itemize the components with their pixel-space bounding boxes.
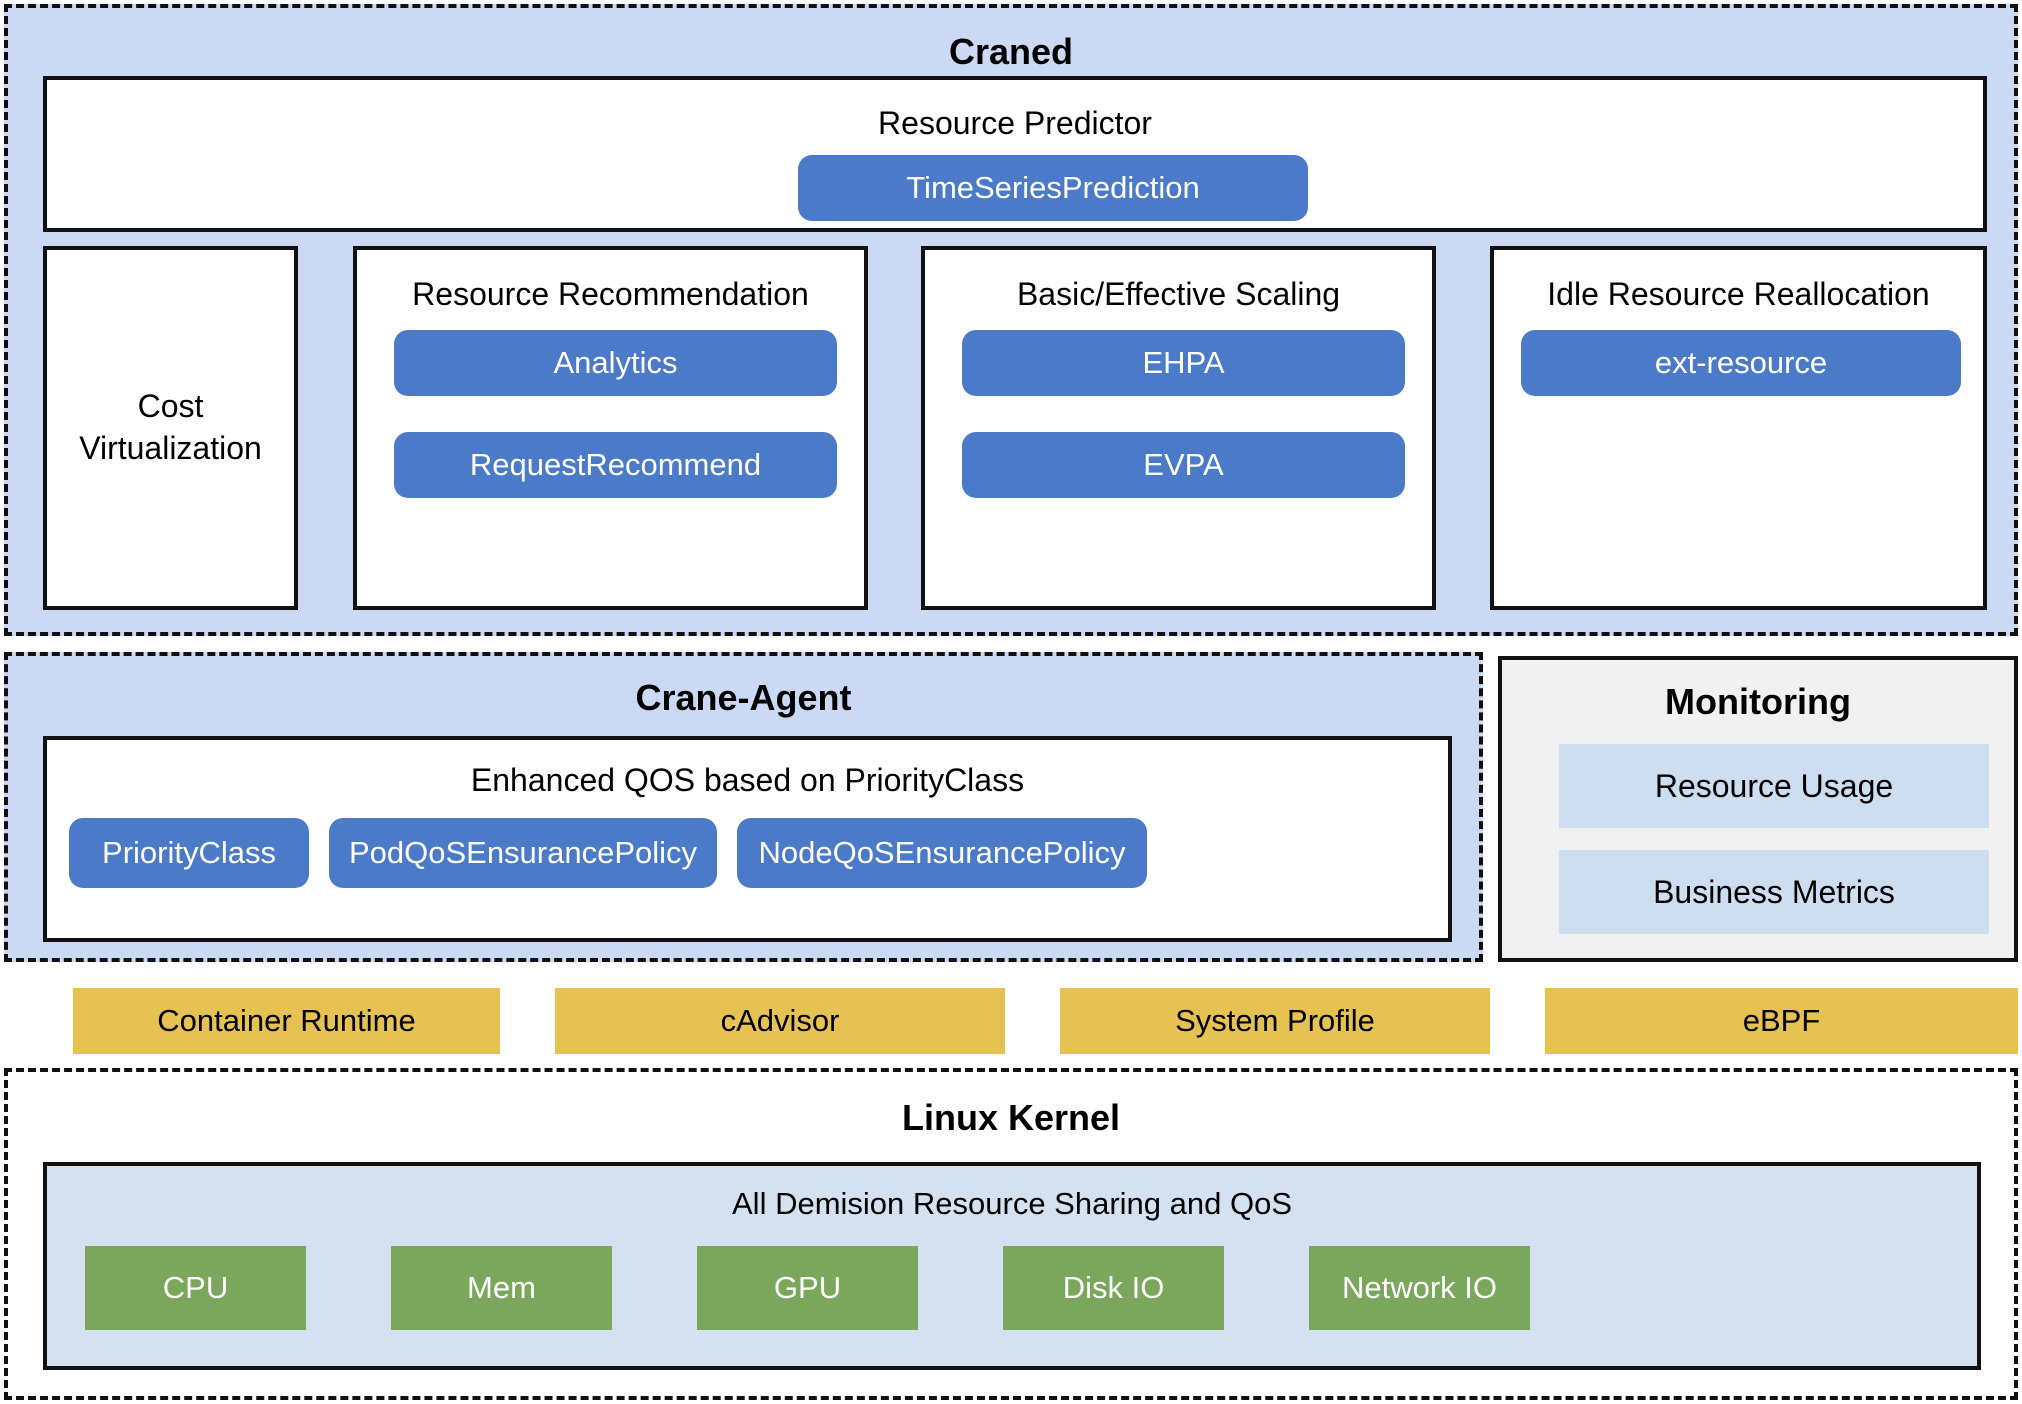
cost-virtualization-line-1: Cost — [137, 388, 204, 425]
craned-section: Craned Resource Predictor TimeSeriesPred… — [4, 4, 2018, 636]
cost-virtualization-panel: Cost Virtualization — [43, 246, 298, 610]
resource-predictor-title: Resource Predictor — [878, 105, 1152, 141]
requestrecommend-pill[interactable]: RequestRecommend — [394, 432, 837, 498]
resource-recommendation-title: Resource Recommendation — [412, 276, 809, 312]
analytics-pill[interactable]: Analytics — [394, 330, 837, 396]
kernel-resource-gpu[interactable]: GPU — [697, 1246, 918, 1330]
enhanced-qos-panel: Enhanced QOS based on PriorityClass Prio… — [43, 736, 1452, 942]
basic-effective-scaling-panel: Basic/Effective Scaling EHPA EVPA — [921, 246, 1436, 610]
kernel-resource-disk-io[interactable]: Disk IO — [1003, 1246, 1224, 1330]
kernel-inner-panel: All Demision Resource Sharing and QoS CP… — [43, 1162, 1981, 1370]
data-source-system-profile[interactable]: System Profile — [1060, 988, 1490, 1054]
data-source-ebpf[interactable]: eBPF — [1545, 988, 2018, 1054]
cost-virtualization-title: Cost Virtualization — [47, 250, 294, 606]
priorityclass-pill[interactable]: PriorityClass — [69, 818, 309, 888]
idle-resource-reallocation-title: Idle Resource Reallocation — [1547, 276, 1930, 312]
basic-effective-scaling-title: Basic/Effective Scaling — [1016, 276, 1341, 312]
crane-agent-section: Crane-Agent Enhanced QOS based on Priori… — [4, 652, 1483, 962]
kernel-resource-network-io[interactable]: Network IO — [1309, 1246, 1530, 1330]
monitoring-title: Monitoring — [1665, 681, 1851, 722]
resource-predictor-panel: Resource Predictor TimeSeriesPrediction — [43, 76, 1987, 232]
linux-kernel-title: Linux Kernel — [901, 1097, 1121, 1138]
data-source-cadvisor[interactable]: cAdvisor — [555, 988, 1005, 1054]
monitoring-item-resource-usage[interactable]: Resource Usage — [1559, 744, 1989, 828]
craned-title: Craned — [948, 31, 1074, 72]
nodeqosensurancepolicy-pill[interactable]: NodeQoSEnsurancePolicy — [737, 818, 1147, 888]
crane-agent-title: Crane-Agent — [635, 677, 852, 718]
data-source-container-runtime[interactable]: Container Runtime — [73, 988, 500, 1054]
enhanced-qos-title: Enhanced QOS based on PriorityClass — [470, 762, 1025, 798]
timeseriesprediction-pill[interactable]: TimeSeriesPrediction — [798, 155, 1308, 221]
kernel-resource-cpu[interactable]: CPU — [85, 1246, 306, 1330]
monitoring-item-business-metrics[interactable]: Business Metrics — [1559, 850, 1989, 934]
linux-kernel-section: Linux Kernel All Demision Resource Shari… — [4, 1068, 2018, 1400]
monitoring-box: Monitoring Resource Usage Business Metri… — [1498, 656, 2018, 962]
evpa-pill[interactable]: EVPA — [962, 432, 1405, 498]
resource-recommendation-panel: Resource Recommendation Analytics Reques… — [353, 246, 868, 610]
cost-virtualization-line-2: Virtualization — [79, 430, 262, 466]
podqosensurancepolicy-pill[interactable]: PodQoSEnsurancePolicy — [329, 818, 717, 888]
idle-resource-reallocation-panel: Idle Resource Reallocation ext-resource — [1490, 246, 1987, 610]
kernel-inner-title: All Demision Resource Sharing and QoS — [732, 1186, 1292, 1221]
kernel-resource-mem[interactable]: Mem — [391, 1246, 612, 1330]
ext-resource-pill[interactable]: ext-resource — [1521, 330, 1961, 396]
ehpa-pill[interactable]: EHPA — [962, 330, 1405, 396]
